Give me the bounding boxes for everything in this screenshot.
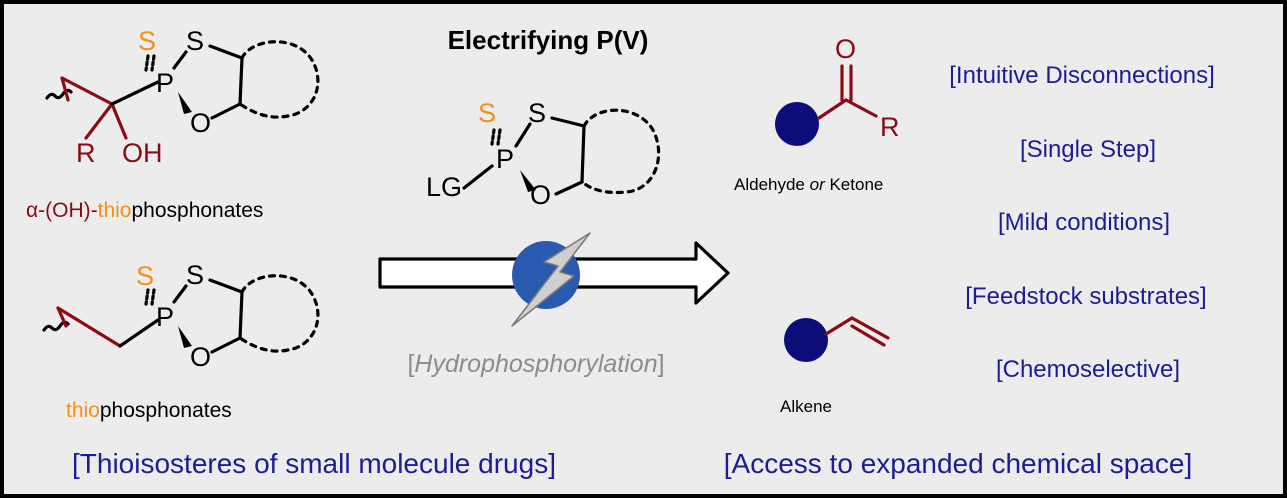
background-panel <box>4 4 1283 494</box>
substrate-dot-icon <box>784 318 828 362</box>
carbonyl-substrate-structure: O R <box>775 34 900 146</box>
feature-item: [Chemoselective] <box>996 356 1180 383</box>
phosphorus-label: P <box>496 144 514 174</box>
ring-oxygen-label: O <box>190 108 211 138</box>
r-group-label: R <box>880 112 900 142</box>
hydroxyl-label: OH <box>122 138 163 168</box>
phosphorus-label: P <box>156 302 174 332</box>
thiophosphonates-label: thiophosphonates <box>66 399 232 422</box>
feature-item: [Intuitive Disconnections] <box>949 62 1214 89</box>
hydrophosphorylation-label: [Hydrophosphorylation] <box>407 350 664 378</box>
alpha-hydroxy-thiophosphonate-structure: S S P O R OH <box>45 26 320 168</box>
right-footer-label: [Access to expanded chemical space] <box>724 448 1192 479</box>
ring-sulfur-label: S <box>186 260 204 290</box>
diagram-title: Electrifying P(V) <box>448 25 649 55</box>
aldehyde-or-ketone-label: Aldehyde or Ketone <box>734 175 883 194</box>
thiophosphonate-structure: S S P O <box>42 260 320 372</box>
reaction-arrow-icon <box>378 232 730 327</box>
alkene-substrate-structure <box>784 316 890 362</box>
p-v-reagent-structure: S S P O LG <box>426 98 661 210</box>
ring-sulfur-label: S <box>528 98 546 128</box>
sulfur-thiono-label: S <box>478 98 496 128</box>
ring-sulfur-label: S <box>186 26 204 56</box>
ring-oxygen-label: O <box>190 342 211 372</box>
leaving-group-label: LG <box>426 172 462 202</box>
left-footer-label: [Thioisosteres of small molecule drugs] <box>72 448 556 479</box>
phosphorus-label: P <box>156 68 174 98</box>
feature-list: [Intuitive Disconnections] [Single Step]… <box>949 62 1214 383</box>
r-group-label: R <box>76 138 96 168</box>
substrate-dot-icon <box>775 102 819 146</box>
lightning-bolt-icon <box>511 232 591 327</box>
sulfur-thiono-label: S <box>136 261 154 291</box>
ring-oxygen-label: O <box>530 180 551 210</box>
alkene-label: Alkene <box>780 397 832 416</box>
feature-item: [Single Step] <box>1020 136 1156 163</box>
alpha-hydroxy-thiophosphonates-label: α-(OH)-thiophosphonates <box>26 199 263 222</box>
feature-item: [Mild conditions] <box>998 209 1170 236</box>
carbonyl-oxygen-label: O <box>835 34 856 64</box>
sulfur-thiono-label: S <box>138 26 156 56</box>
feature-item: [Feedstock substrates] <box>965 283 1206 310</box>
